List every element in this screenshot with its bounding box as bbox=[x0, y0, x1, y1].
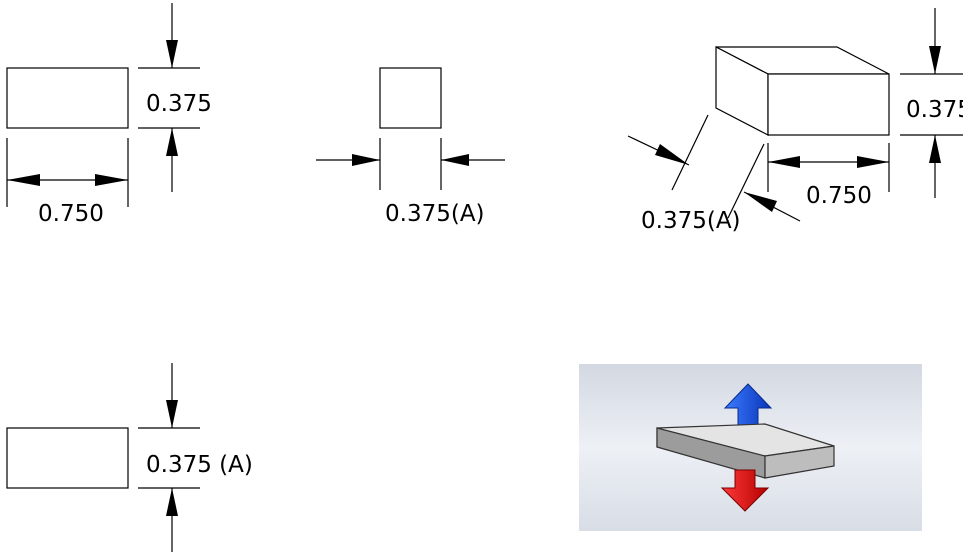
plate-front-face bbox=[764, 445, 835, 479]
arrowhead-up bbox=[166, 488, 178, 516]
extension-line bbox=[671, 114, 709, 191]
arrowhead-right bbox=[352, 154, 380, 166]
arrowhead-right bbox=[95, 174, 128, 186]
arrowhead-down bbox=[166, 40, 178, 68]
arrowhead-left bbox=[7, 174, 40, 186]
iso-width-dimension-label: 0.750 bbox=[806, 183, 872, 209]
down-arrow-icon bbox=[720, 469, 770, 512]
isometric-view: 0.375 0.750 0.375(A) bbox=[627, 8, 963, 234]
arrowhead-down bbox=[166, 400, 178, 428]
front-view: 0.375 0.750 bbox=[6, 3, 212, 227]
iso-depth-dimension-label: 0.375(A) bbox=[641, 208, 741, 234]
arrowhead-left bbox=[441, 154, 469, 166]
front-view-rectangle bbox=[6, 67, 129, 129]
height-dimension-label: 0.375 bbox=[146, 91, 212, 117]
thickness-dimension-label: 0.375(A) bbox=[385, 201, 485, 227]
arrowhead-left bbox=[768, 156, 800, 168]
arrowhead-down bbox=[929, 46, 941, 74]
iso-height-dimension-label: 0.375 bbox=[906, 97, 963, 123]
side-view: 0.375(A) bbox=[316, 67, 505, 227]
alt-height-dimension-label: 0.375 (A) bbox=[146, 452, 253, 478]
alt-front-view-rectangle bbox=[6, 427, 129, 489]
alt-front-view: 0.375 (A) bbox=[6, 363, 253, 552]
arrowhead-depth bbox=[744, 192, 777, 212]
thickness-render bbox=[579, 364, 922, 531]
iso-front-face bbox=[767, 73, 890, 136]
arrowhead-right bbox=[857, 156, 889, 168]
extension-line bbox=[727, 143, 765, 219]
arrowhead-up bbox=[166, 128, 178, 156]
arrowhead-up bbox=[929, 135, 941, 163]
side-view-square bbox=[379, 67, 442, 129]
arrowhead-depth bbox=[655, 144, 689, 165]
width-dimension-label: 0.750 bbox=[38, 201, 104, 227]
